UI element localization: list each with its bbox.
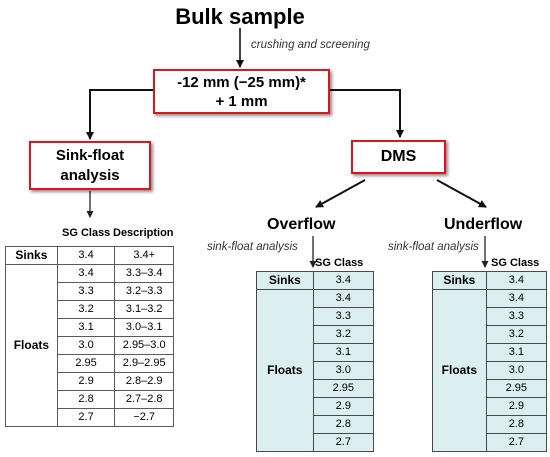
table-row: 2.7 bbox=[257, 433, 375, 452]
table-row: 3.0 bbox=[433, 361, 548, 380]
desc-cell: 3.3–3.4 bbox=[114, 264, 174, 283]
sg-cell: 3.4 bbox=[312, 271, 375, 290]
table-row: Sinks 3.4 bbox=[256, 271, 375, 290]
table-row: Floats 3.4 bbox=[432, 289, 548, 452]
table-row: Floats 3.4 3.3–3.4 bbox=[5, 264, 174, 427]
sink-float-analysis-box: Sink-float analysis bbox=[29, 141, 151, 190]
sg-cell: 3.4 bbox=[312, 289, 375, 308]
sg-cell: 2.8 bbox=[485, 415, 548, 434]
sg-cell: 3.2 bbox=[485, 325, 548, 344]
dms-box: DMS bbox=[351, 140, 446, 174]
sinks-label: Sinks bbox=[432, 271, 487, 290]
bulk-sample-title: Bulk sample bbox=[175, 4, 305, 29]
sg-cell: 2.8 bbox=[56, 390, 116, 409]
table-row: 2.7−2.7 bbox=[6, 408, 174, 427]
sg-cell: 2.9 bbox=[485, 397, 548, 416]
floats-label: Floats bbox=[256, 289, 314, 452]
underflow-note: sink-float analysis bbox=[388, 241, 479, 253]
overflow-sg-table: Sinks 3.4 Floats 3.4 3.3 3.2 3.1 3.0 2.9… bbox=[256, 271, 375, 452]
overflow-sg-class-header: SG Class bbox=[315, 257, 364, 269]
sg-cell: 2.95 bbox=[485, 379, 548, 398]
sg-cell: 2.7 bbox=[485, 433, 548, 452]
desc-cell: 2.95–3.0 bbox=[114, 336, 174, 355]
desc-cell: −2.7 bbox=[114, 408, 174, 427]
sg-cell: 3.4 bbox=[485, 271, 548, 290]
sg-cell: 3.0 bbox=[56, 336, 116, 355]
sg-cell: 2.9 bbox=[56, 372, 116, 391]
size-range-box: -12 mm (−25 mm)* + 1 mm bbox=[153, 69, 330, 114]
sg-cell: 3.3 bbox=[312, 307, 375, 326]
sg-cell: 3.0 bbox=[485, 361, 548, 380]
table-row: 2.95 bbox=[257, 379, 375, 398]
table-row: 2.8 bbox=[433, 415, 548, 434]
sink-float-line2: analysis bbox=[60, 166, 120, 184]
size-range-line2: + 1 mm bbox=[215, 92, 268, 110]
overflow-heading: Overflow bbox=[267, 216, 336, 233]
sg-cell: 2.95 bbox=[56, 354, 116, 373]
size-range-line1: -12 mm (−25 mm)* bbox=[177, 73, 306, 91]
crushing-screening-note: crushing and screening bbox=[251, 39, 370, 51]
desc-cell: 2.8–2.9 bbox=[114, 372, 174, 391]
sg-cell: 3.1 bbox=[485, 343, 548, 362]
sg-cell: 2.7 bbox=[56, 408, 116, 427]
sg-cell: 3.3 bbox=[485, 307, 548, 326]
sg-cell: 2.9 bbox=[312, 397, 375, 416]
sg-cell: 2.7 bbox=[312, 433, 375, 452]
table-row: Sinks 3.4 3.4+ bbox=[5, 246, 174, 265]
sink-float-line1: Sink-float bbox=[55, 146, 125, 164]
sg-cell: 3.2 bbox=[56, 300, 116, 319]
overflow-note: sink-float analysis bbox=[207, 241, 298, 253]
underflow-sg-table: Sinks 3.4 Floats 3.4 3.3 3.2 3.1 3.0 2.9… bbox=[432, 271, 548, 452]
floats-label: Floats bbox=[5, 264, 58, 427]
table-row: 3.3 bbox=[433, 307, 548, 326]
sg-cell: 3.2 bbox=[312, 325, 375, 344]
dms-label: DMS bbox=[380, 148, 417, 165]
table-row: 2.95 bbox=[433, 379, 548, 398]
underflow-sg-class-header: SG Class bbox=[491, 257, 540, 269]
sg-cell: 2.95 bbox=[312, 379, 375, 398]
sinks-label: Sinks bbox=[256, 271, 314, 290]
table-row: 2.9 bbox=[257, 397, 375, 416]
sg-cell: 3.0 bbox=[312, 361, 375, 380]
desc-cell: 3.2–3.3 bbox=[114, 282, 174, 301]
sg-cell: 3.4 bbox=[56, 246, 116, 265]
underflow-heading: Underflow bbox=[444, 216, 523, 233]
desc-cell: 2.9–2.95 bbox=[114, 354, 174, 373]
arrow-size-to-sinkfloat bbox=[86, 89, 153, 140]
floats-label: Floats bbox=[432, 289, 487, 452]
left-description-header: Description bbox=[113, 227, 174, 239]
arrow-dms-to-underflow bbox=[436, 179, 487, 208]
arrow-size-to-dms bbox=[330, 89, 404, 138]
table-row: Floats 3.4 bbox=[256, 289, 375, 452]
sg-cell: 3.1 bbox=[312, 343, 375, 362]
table-row: 3.2 bbox=[257, 325, 375, 344]
desc-cell: 3.4+ bbox=[114, 246, 174, 265]
table-row: 2.9 bbox=[433, 397, 548, 416]
sg-cell: 3.1 bbox=[56, 318, 116, 337]
sg-cell: 3.4 bbox=[485, 289, 548, 308]
sg-cell: 3.4 bbox=[56, 264, 116, 283]
left-sg-class-header: SG Class bbox=[62, 227, 111, 239]
arrow-dms-to-overflow bbox=[315, 179, 366, 208]
table-row: 2.7 bbox=[433, 433, 548, 452]
desc-cell: 2.7–2.8 bbox=[114, 390, 174, 409]
sg-cell: 2.8 bbox=[312, 415, 375, 434]
table-row: 3.3 bbox=[257, 307, 375, 326]
desc-cell: 3.1–3.2 bbox=[114, 300, 174, 319]
sg-cell: 3.3 bbox=[56, 282, 116, 301]
table-row: Sinks 3.4 bbox=[432, 271, 548, 290]
sinks-label: Sinks bbox=[5, 246, 58, 265]
desc-cell: 3.0–3.1 bbox=[114, 318, 174, 337]
